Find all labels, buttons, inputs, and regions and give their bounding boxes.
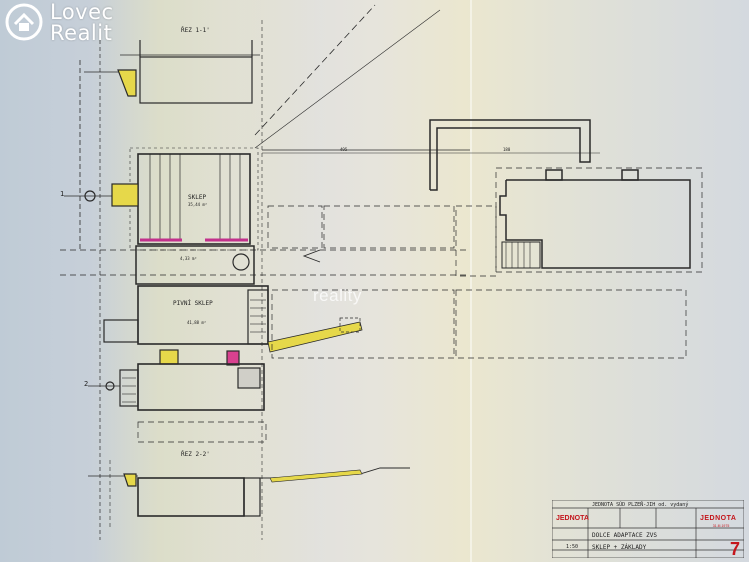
cellar-room-outline [64,147,470,251]
title-block-drawing: SKLEP + ZÁKLADY [592,544,647,551]
beer-cellar-room-outline [103,285,363,366]
room-area-beer-cellar: 41,88 m² [187,320,207,325]
watermark-text: reality [313,286,362,305]
brand-line-2: Realit [50,21,113,45]
section-2-title: ŘEZ 2-2' [181,451,210,458]
title-block-header: JEDNOTA SÚD PLZEŇ-JIH od. vydaný [592,502,689,508]
brand-line-1: Lovec [50,0,114,24]
title-block: JEDNOTA SÚD PLZEŇ-JIH od. vydaný JEDNOTA… [552,500,744,559]
title-block-grid [552,500,744,558]
section-marker-2: 2 [84,380,89,388]
dimension-top-long: 495 [340,147,348,152]
stamp-date: 31.III.1975 [712,524,730,528]
paper-fold [470,0,472,562]
approval-stamp: JEDNOTA 31.III.1975 [697,513,745,553]
section-1-1-drawing [84,40,260,104]
section-2-2-drawing [88,460,410,530]
title-block-org: JEDNOTA [556,515,589,522]
corridor-area: 4,33 m² [180,256,197,261]
brand-name: Lovec Realit [50,2,114,44]
sheet-number: 7 [730,539,741,559]
stamp-title: JEDNOTA [700,515,737,522]
section-marker-1: 1 [60,190,65,198]
dimension-top-right: 180 [503,147,511,152]
title-block-project: DOLCE ADAPTACE ZVS [592,532,658,539]
room-area-cellar: 35,44 m² [188,202,208,207]
room-label-cellar: SKLEP [188,194,207,201]
house-logo-icon [5,3,43,41]
building-outline-right [429,119,691,269]
lower-rooms-outline [88,363,265,411]
brand-logo[interactable]: Lovec Realit [4,2,114,44]
title-block-scale: 1:50 [566,544,579,550]
room-label-beer-cellar: PIVNÍ SKLEP [173,300,213,307]
section-1-title: ŘEZ 1-1' [181,27,210,34]
